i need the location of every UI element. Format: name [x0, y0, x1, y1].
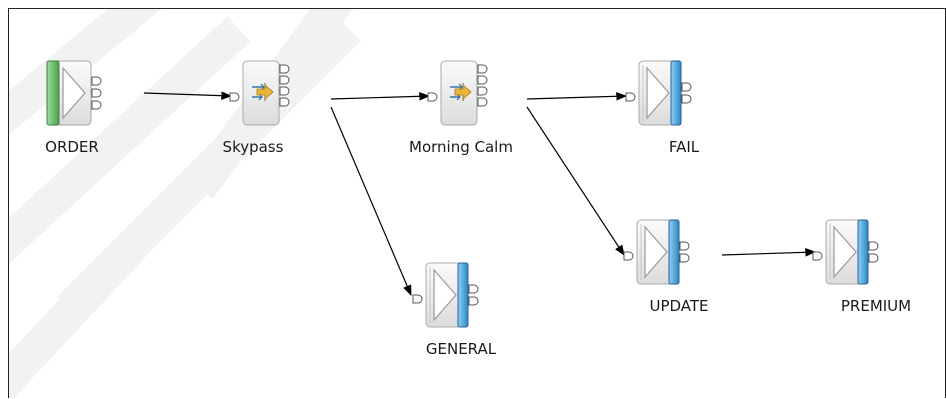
node-label-fail: FAIL: [669, 138, 700, 156]
in-terminal[interactable]: [412, 294, 423, 304]
out-terminal[interactable]: [681, 94, 692, 104]
node-general[interactable]: GENERAL: [412, 262, 497, 358]
node-order[interactable]: ORDER: [45, 60, 102, 156]
out-terminal[interactable]: [279, 64, 290, 74]
out-terminal[interactable]: [679, 253, 690, 263]
in-terminal[interactable]: [625, 92, 636, 102]
node-label-update: UPDATE: [649, 297, 708, 315]
node-label-skypass: Skypass: [223, 138, 284, 156]
in-terminal[interactable]: [229, 92, 240, 102]
node-update[interactable]: UPDATE: [623, 219, 709, 315]
in-terminal[interactable]: [812, 251, 823, 261]
out-terminal[interactable]: [681, 82, 692, 92]
output-bar: [857, 219, 869, 285]
node-premium[interactable]: PREMIUM: [812, 219, 911, 315]
out-terminal[interactable]: [468, 296, 479, 306]
connection-morning-to-fail[interactable]: [526, 91, 628, 101]
out-terminal[interactable]: [279, 86, 290, 96]
out-terminal[interactable]: [477, 64, 488, 74]
terminal-icon: [433, 268, 457, 322]
connection-skypass-to-morning[interactable]: [330, 91, 431, 101]
flow-canvas[interactable]: ORDER Skypass Morning Calm FAIL GENERAL UPDAT…: [8, 8, 946, 398]
input-bar: [46, 60, 60, 126]
in-terminal[interactable]: [623, 251, 634, 261]
out-terminal[interactable]: [91, 76, 102, 86]
connection-morning-to-update[interactable]: [526, 106, 625, 256]
out-terminal[interactable]: [477, 97, 488, 107]
connection-update-to-premium[interactable]: [721, 247, 817, 257]
terminal-icon: [833, 225, 857, 279]
filter-icon: [450, 83, 472, 101]
out-terminal[interactable]: [91, 100, 102, 110]
connection-skypass-to-general[interactable]: [330, 106, 412, 296]
out-terminal[interactable]: [91, 88, 102, 98]
node-label-morning: Morning Calm: [409, 138, 513, 156]
connection-order-to-skypass[interactable]: [143, 91, 233, 100]
filter-icon: [252, 83, 274, 101]
output-bar: [457, 262, 469, 328]
out-terminal[interactable]: [468, 284, 479, 294]
message-flow-diagram: ORDER Skypass Morning Calm FAIL GENERAL UPDAT…: [9, 9, 911, 398]
watermark: [9, 9, 362, 398]
terminal-icon: [62, 66, 86, 120]
node-morning[interactable]: Morning Calm: [409, 60, 513, 156]
out-terminal[interactable]: [868, 241, 879, 251]
out-terminal[interactable]: [279, 75, 290, 85]
out-terminal[interactable]: [477, 75, 488, 85]
out-terminal[interactable]: [679, 241, 690, 251]
out-terminal[interactable]: [868, 253, 879, 263]
node-skypass[interactable]: Skypass: [223, 60, 290, 156]
out-terminal[interactable]: [279, 97, 290, 107]
terminal-icon: [644, 225, 668, 279]
node-label-premium: PREMIUM: [841, 297, 911, 315]
node-label-general: GENERAL: [426, 340, 497, 358]
terminal-icon: [646, 66, 670, 120]
in-terminal[interactable]: [427, 92, 438, 102]
node-label-order: ORDER: [45, 138, 99, 156]
output-bar: [670, 60, 682, 126]
output-bar: [668, 219, 680, 285]
out-terminal[interactable]: [477, 86, 488, 96]
node-fail[interactable]: FAIL: [625, 60, 700, 156]
